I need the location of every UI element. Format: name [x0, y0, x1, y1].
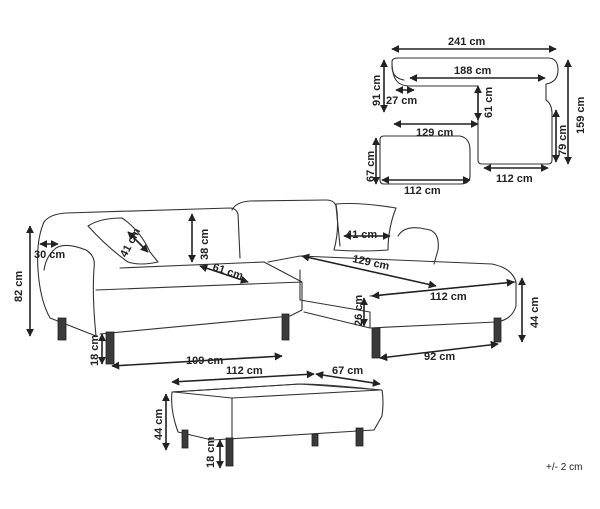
dim-line-seat-depth: [199, 264, 249, 284]
leg-front-left: [105, 331, 115, 365]
cushion-left: [87, 217, 159, 265]
label-leg-height: 18 cm: [89, 335, 101, 366]
top-view-arm-left: [391, 65, 405, 81]
label-ottoman-top-width: 112 cm: [404, 185, 441, 197]
top-view-ottoman-outline: [379, 135, 471, 185]
dimension-annotations: 241 cm 188 cm 91 cm 27 cm 61 cm 159 cm 1…: [13, 36, 587, 469]
leg-chaise-right: [493, 317, 502, 343]
label-ottoman-top-depth: 67 cm: [365, 151, 377, 182]
dim-line-ottoman-width: [171, 370, 315, 386]
label-chaise-leg-span: 92 cm: [424, 351, 455, 363]
label-ottoman-width: 112 cm: [226, 365, 263, 377]
label-top-total-depth: 159 cm: [575, 96, 587, 134]
ottoman-top: [171, 383, 381, 399]
tolerance-note: +/- 2 cm: [546, 462, 582, 473]
label-sofa-width: 109 cm: [186, 355, 224, 367]
label-ottoman-leg-height: 18 cm: [205, 437, 217, 468]
ottoman: [171, 383, 384, 467]
label-top-width: 241 cm: [448, 36, 486, 48]
label-top-arm: 27 cm: [386, 95, 417, 107]
ottoman-leg-3: [311, 433, 319, 447]
sofa-left-arm: [37, 221, 97, 337]
leg-front-mid: [281, 313, 290, 341]
label-top-seat-length: 129 cm: [416, 127, 454, 139]
label-top-chaise-depth: 79 cm: [557, 125, 569, 156]
ottoman-leg-1: [181, 429, 189, 449]
sofa-backrest-left: [43, 207, 241, 259]
label-total-height: 82 cm: [13, 271, 25, 302]
label-top-chaise-inner: 61 cm: [483, 87, 495, 118]
label-cushion-right: 41 cm: [346, 229, 377, 241]
sofa-chaise: [267, 255, 517, 329]
dim-line-chaise-leg-span: [379, 340, 499, 362]
sofa-chaise-front: [299, 269, 371, 329]
label-chaise-width: 112 cm: [430, 291, 467, 303]
sofa-perspective: [37, 199, 517, 365]
label-ottoman-height: 44 cm: [153, 409, 165, 440]
label-chaise-length: 129 cm: [351, 253, 390, 273]
dim-line-sofa-width: [111, 352, 283, 370]
sofa-backrest-right: [231, 199, 341, 247]
leg-chaise-front: [371, 327, 381, 359]
dim-line-ottoman-depth: [315, 371, 381, 387]
label-chaise-top-width: 112 cm: [496, 173, 533, 185]
dim-line-chaise-width: [371, 278, 515, 300]
sofa-seat-top: [119, 261, 303, 283]
sofa-seat: [95, 281, 303, 335]
ottoman-leg-4: [355, 427, 364, 447]
label-top-depth: 91 cm: [371, 75, 383, 106]
sofa-right-arm: [397, 227, 439, 265]
ottoman-leg-2: [225, 437, 234, 467]
label-arm-width: 30 cm: [34, 249, 65, 261]
label-seat-depth: 61 cm: [211, 261, 245, 282]
label-seat-height: 44 cm: [529, 297, 541, 328]
dim-line-cushion-left: [127, 231, 149, 253]
cushion-right: [333, 202, 397, 252]
label-backrest-height: 38 cm: [199, 229, 211, 260]
label-top-inner: 188 cm: [454, 65, 492, 77]
label-seat-thickness: 26 cm: [353, 295, 365, 326]
label-ottoman-depth: 67 cm: [332, 365, 363, 377]
leg-back-left: [57, 317, 67, 341]
ottoman-outline: [171, 383, 384, 441]
